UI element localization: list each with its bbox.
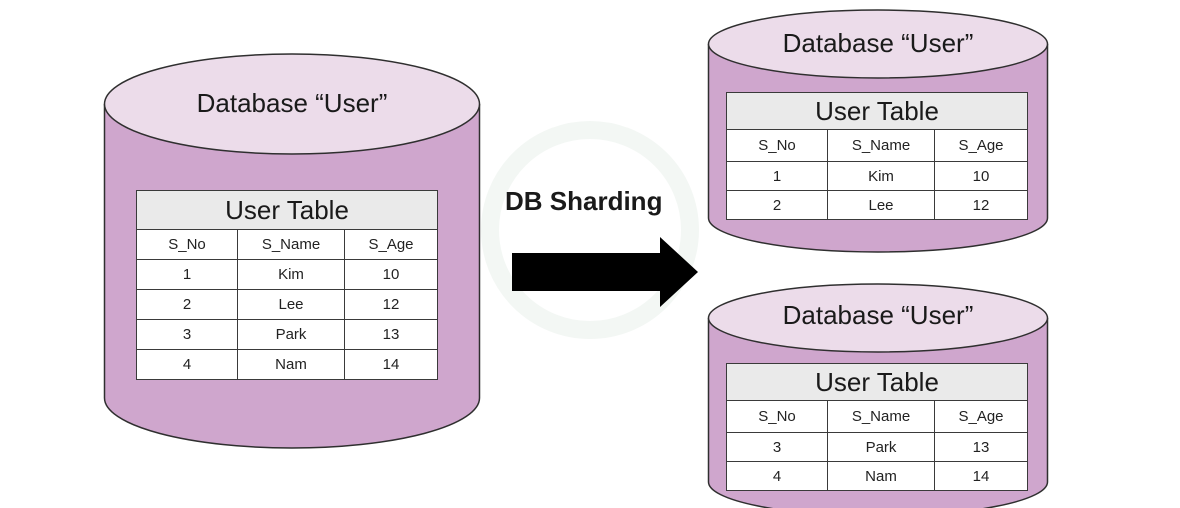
table-cell: Nam <box>827 461 935 491</box>
sharding-label: DB Sharding <box>505 186 663 216</box>
table-cell: 2 <box>136 289 238 320</box>
table-cell: Park <box>827 432 935 462</box>
user-table: User Table S_No S_Name S_Age 1 Kim 10 2 … <box>726 92 1028 220</box>
column-header: S_Name <box>237 229 345 260</box>
table-cell: 4 <box>136 349 238 380</box>
table-cell: 10 <box>934 161 1028 191</box>
table-cell: 1 <box>136 259 238 290</box>
table-cell: 12 <box>934 190 1028 220</box>
table-cell: Kim <box>237 259 345 290</box>
table-cell: Lee <box>827 190 935 220</box>
table-title: User Table <box>726 92 1028 130</box>
shard-database-1: Database “User” User Table S_No S_Name S… <box>707 8 1049 258</box>
column-header: S_No <box>136 229 238 260</box>
table-cell: 2 <box>726 190 828 220</box>
table-cell: 13 <box>934 432 1028 462</box>
table-cell: 3 <box>726 432 828 462</box>
database-title: Database “User” <box>782 300 974 330</box>
table-cell: 14 <box>344 349 438 380</box>
column-header: S_Age <box>934 400 1028 433</box>
column-header: S_No <box>726 400 828 433</box>
user-table: User Table S_No S_Name S_Age 1 Kim 10 2 … <box>136 190 438 380</box>
table-cell: 1 <box>726 161 828 191</box>
column-header: S_Name <box>827 400 935 433</box>
arrow-right-icon <box>512 237 698 307</box>
column-header: S_Name <box>827 129 935 162</box>
table-cell: 13 <box>344 319 438 350</box>
table-cell: Kim <box>827 161 935 191</box>
column-header: S_Age <box>934 129 1028 162</box>
table-title: User Table <box>726 363 1028 401</box>
user-table: User Table S_No S_Name S_Age 3 Park 13 4… <box>726 363 1028 491</box>
table-cell: Nam <box>237 349 345 380</box>
database-title: Database “User” <box>196 88 388 118</box>
table-title: User Table <box>136 190 438 230</box>
table-cell: Park <box>237 319 345 350</box>
column-header: S_No <box>726 129 828 162</box>
database-title: Database “User” <box>782 28 974 58</box>
column-header: S_Age <box>344 229 438 260</box>
source-database: Database “User” User Table S_No S_Name S… <box>103 52 481 452</box>
background-watermark <box>481 121 699 339</box>
table-cell: 4 <box>726 461 828 491</box>
table-cell: 14 <box>934 461 1028 491</box>
table-cell: 12 <box>344 289 438 320</box>
table-cell: Lee <box>237 289 345 320</box>
shard-database-2: Database “User” User Table S_No S_Name S… <box>707 282 1049 508</box>
table-cell: 10 <box>344 259 438 290</box>
table-cell: 3 <box>136 319 238 350</box>
